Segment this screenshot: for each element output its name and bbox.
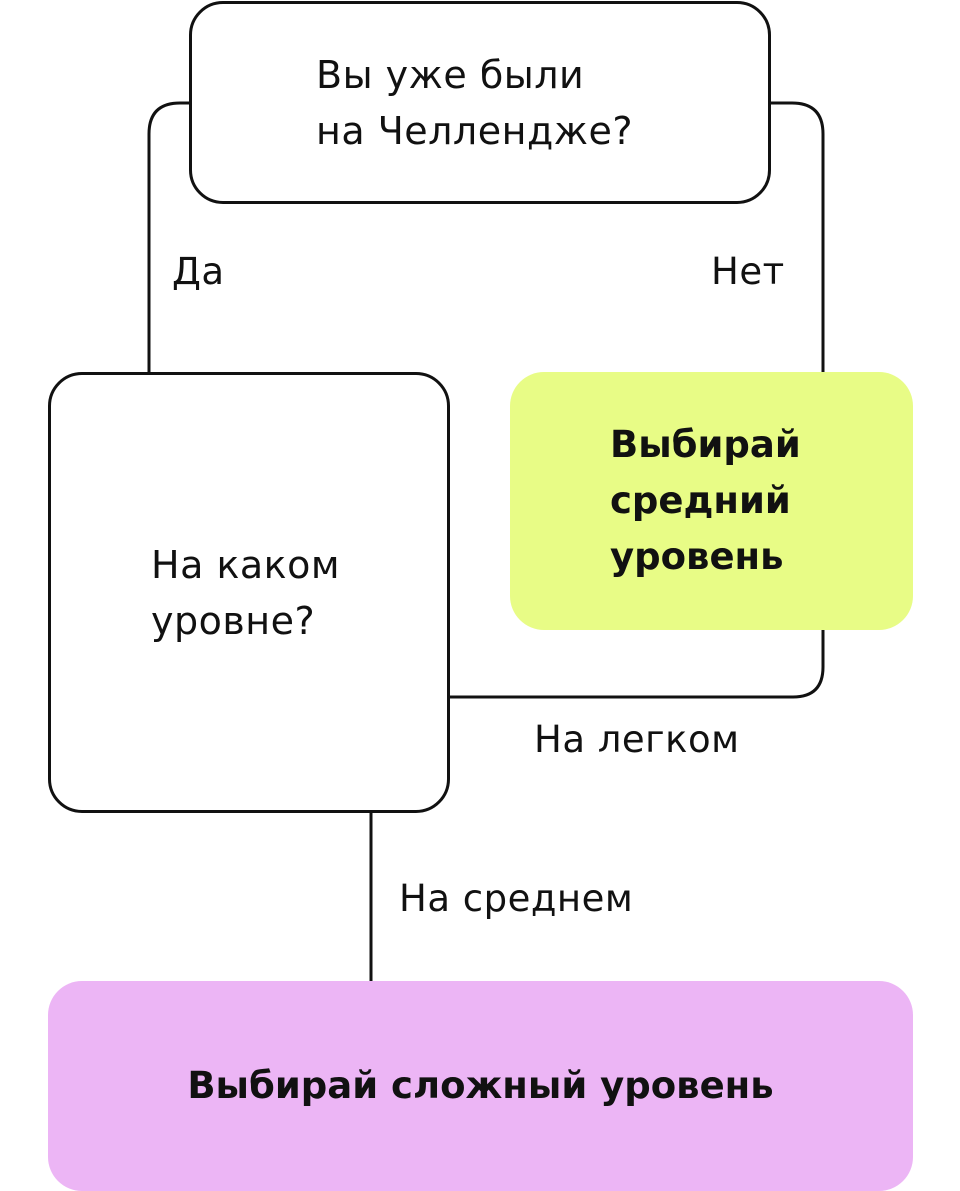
question-node: Вы уже были на Челлендже? bbox=[189, 1, 771, 204]
medium-level-result-label: Выбирай средний уровень bbox=[610, 423, 801, 578]
hard-level-result-label: Выбирай сложный уровень bbox=[187, 1064, 774, 1107]
edge-label-medium: На среднем bbox=[399, 877, 634, 920]
edge-easy bbox=[448, 628, 825, 699]
medium-level-result-node: Выбирай средний уровень bbox=[510, 372, 913, 630]
question-node-label: Вы уже были на Челлендже? bbox=[316, 52, 633, 153]
edge-no bbox=[769, 101, 825, 374]
edge-label-yes: Да bbox=[172, 250, 225, 293]
hard-level-result-node: Выбирай сложный уровень bbox=[48, 981, 913, 1191]
level-question-node: На каком уровне? bbox=[48, 372, 450, 813]
edge-label-easy: На легком bbox=[534, 718, 740, 761]
edge-yes bbox=[147, 101, 191, 374]
edge-label-no: Нет bbox=[711, 250, 785, 293]
level-question-node-label: На каком уровне? bbox=[151, 542, 341, 643]
